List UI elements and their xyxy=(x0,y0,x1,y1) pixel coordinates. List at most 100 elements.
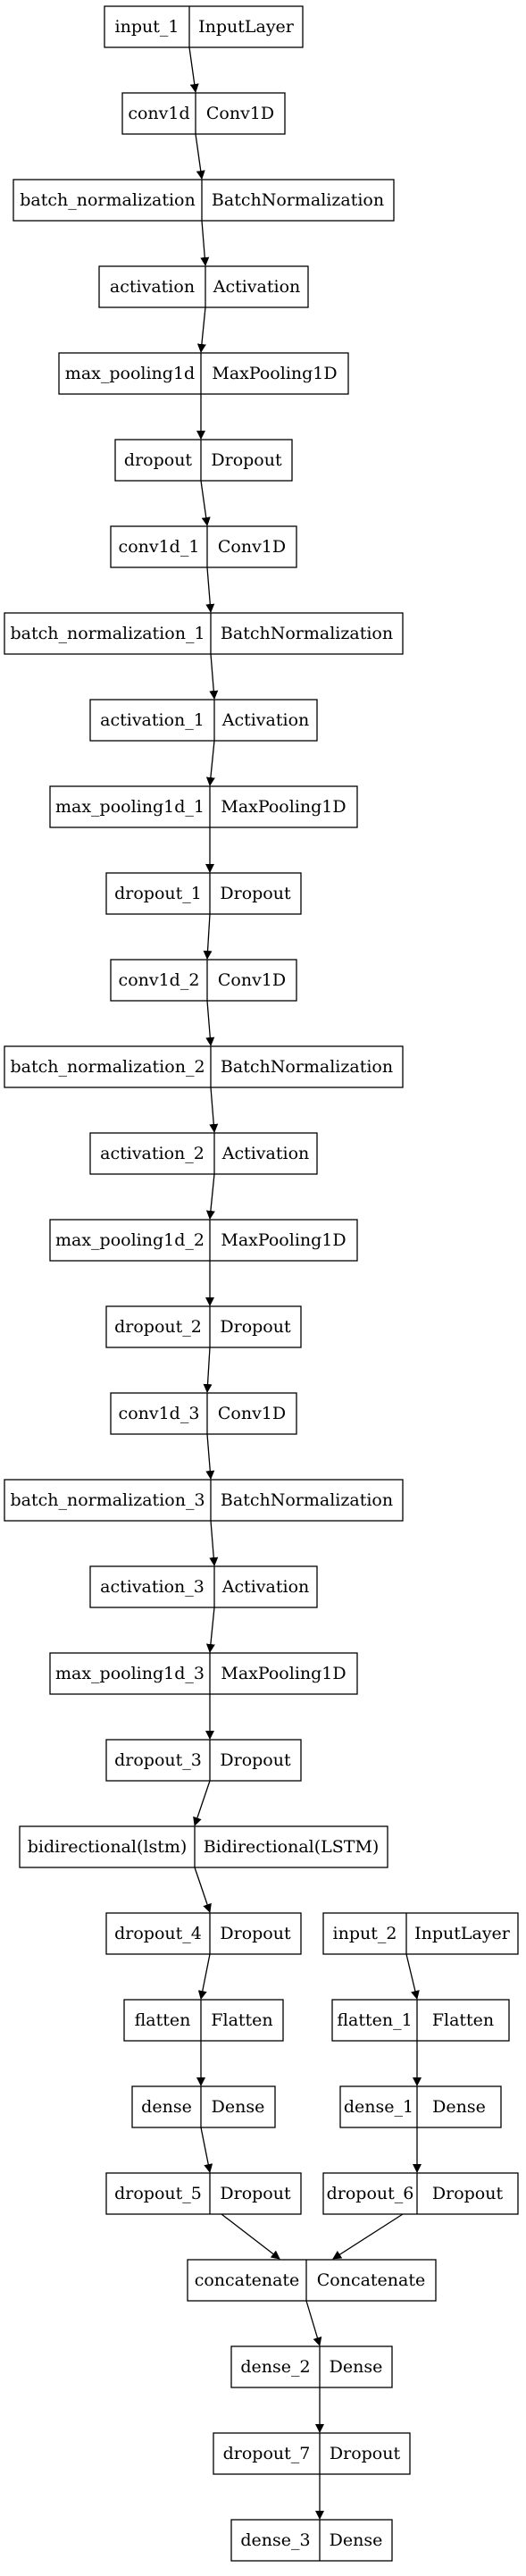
layer-type-label: Activation xyxy=(221,1144,310,1163)
layer-node-bidirectional: bidirectional(lstm)Bidirectional(LSTM) xyxy=(19,1825,388,1868)
layer-type-label: Dropout xyxy=(220,2184,291,2203)
layer-box xyxy=(49,785,358,828)
layer-name-label: dense_2 xyxy=(240,2357,310,2377)
layer-type-label: Conv1D xyxy=(206,104,274,123)
layer-type-label: MaxPooling1D xyxy=(221,797,346,817)
layer-node-conv1d: conv1d Conv1D xyxy=(121,92,286,135)
layer-type-label: Conv1D xyxy=(218,1404,286,1423)
layer-box xyxy=(230,2345,393,2388)
layer-box xyxy=(89,1132,318,1175)
layer-box xyxy=(322,1912,519,1955)
layer-name-label: dropout_3 xyxy=(114,1750,202,1770)
layer-node-activation_3: activation_3 Activation xyxy=(89,1565,318,1608)
layer-name-label: bidirectional(lstm) xyxy=(28,1837,188,1857)
edge-arrow-dropout-to-conv1d_1 xyxy=(200,480,211,526)
layer-type-label: InputLayer xyxy=(414,1924,511,1943)
layer-name-label: conv1d xyxy=(128,104,189,123)
layer-box xyxy=(121,92,286,135)
layer-name-label: dropout_7 xyxy=(223,2444,311,2463)
layer-type-label: MaxPooling1D xyxy=(221,1230,346,1250)
layer-name-label: flatten xyxy=(135,2010,191,2030)
edge-arrow-activation-to-max_pooling1d xyxy=(196,306,206,353)
layer-type-label: Dropout xyxy=(330,2444,401,2463)
layer-node-activation_1: activation_1 Activation xyxy=(89,699,318,742)
layer-name-label: max_pooling1d_1 xyxy=(55,797,205,817)
layer-box xyxy=(322,2172,519,2215)
layer-name-label: dropout_5 xyxy=(114,2184,202,2203)
edge-arrow-batch_normalization-to-activation xyxy=(200,220,210,266)
layer-box xyxy=(213,2432,411,2475)
layer-name-label: max_pooling1d_3 xyxy=(55,1664,205,1683)
layer-type-label: Activation xyxy=(221,710,310,730)
layer-node-max_pooling1d_1: max_pooling1d_1 MaxPooling1D xyxy=(49,785,358,828)
layer-type-label: BatchNormalization xyxy=(221,624,393,643)
layer-type-label: Dropout xyxy=(220,1750,291,1770)
layer-name-label: dropout_4 xyxy=(114,1924,202,1943)
layer-box xyxy=(105,1305,302,1348)
layer-name-label: max_pooling1d_2 xyxy=(55,1230,205,1250)
layer-node-dropout_4: dropout_4 Dropout xyxy=(105,1912,302,1955)
layer-name-label: dense xyxy=(141,2097,192,2117)
layer-box xyxy=(104,5,304,48)
edge-arrow-conv1d_3-to-batch_normalization_3 xyxy=(205,1433,215,1480)
layer-type-label: Flatten xyxy=(432,2010,494,2030)
layer-name-label: batch_normalization xyxy=(20,190,196,210)
layer-name-label: input_2 xyxy=(333,1924,397,1943)
layer-name-label: batch_normalization_3 xyxy=(10,1490,205,1510)
edge-arrow-concatenate-to-dense_2 xyxy=(305,2300,322,2346)
layer-box xyxy=(105,872,302,915)
layer-node-max_pooling1d_2: max_pooling1d_2 MaxPooling1D xyxy=(49,1219,358,1262)
layer-type-label: BatchNormalization xyxy=(212,190,384,210)
layer-box xyxy=(4,1045,404,1088)
layer-box xyxy=(105,1739,302,1782)
layer-box xyxy=(105,1912,302,1955)
edge-arrow-bidirectional-to-dropout_4 xyxy=(194,1867,212,1913)
layer-name-label: activation_1 xyxy=(100,710,205,730)
layer-box xyxy=(230,2519,393,2562)
layer-box xyxy=(110,525,297,568)
layer-box xyxy=(4,612,404,655)
layer-type-label: BatchNormalization xyxy=(221,1490,393,1510)
layer-type-label: Dense xyxy=(432,2097,486,2117)
layer-box xyxy=(339,2085,502,2128)
layer-box xyxy=(49,1652,358,1695)
layer-name-label: dense_3 xyxy=(240,2530,310,2550)
edge-arrow-activation_1-to-max_pooling1d_1 xyxy=(205,740,215,786)
layer-box xyxy=(110,1392,297,1435)
layer-box xyxy=(19,1825,388,1868)
edge-arrow-dropout_2-to-conv1d_3 xyxy=(203,1347,213,1393)
layer-node-dropout_5: dropout_5 Dropout xyxy=(105,2172,302,2215)
layer-box xyxy=(89,1565,318,1608)
edge-arrow-conv1d_1-to-batch_normalization_1 xyxy=(205,566,215,613)
layer-node-batch_normalization_3: batch_normalization_3 BatchNormalization xyxy=(4,1479,404,1522)
layer-node-input_2: input_2 InputLayer xyxy=(322,1912,519,1955)
layer-node-dropout_3: dropout_3 Dropout xyxy=(105,1739,302,1782)
edge-arrow-dropout_3-to-bidirectional xyxy=(193,1780,211,1826)
layer-name-label: dropout_1 xyxy=(114,884,202,903)
layer-type-label: Dropout xyxy=(220,1924,291,1943)
edge-arrow-dropout_4-to-flatten xyxy=(197,1953,211,2000)
layer-name-label: concatenate xyxy=(195,2270,300,2290)
layer-type-label: Conv1D xyxy=(218,537,286,557)
layer-box xyxy=(114,439,293,482)
layer-box xyxy=(13,179,395,222)
layer-name-label: activation_3 xyxy=(100,1577,205,1597)
layer-type-label: Activation xyxy=(221,1577,310,1597)
layer-box xyxy=(331,1999,510,2042)
layer-type-label: BatchNormalization xyxy=(221,1057,393,1077)
layer-box xyxy=(123,1999,284,2042)
